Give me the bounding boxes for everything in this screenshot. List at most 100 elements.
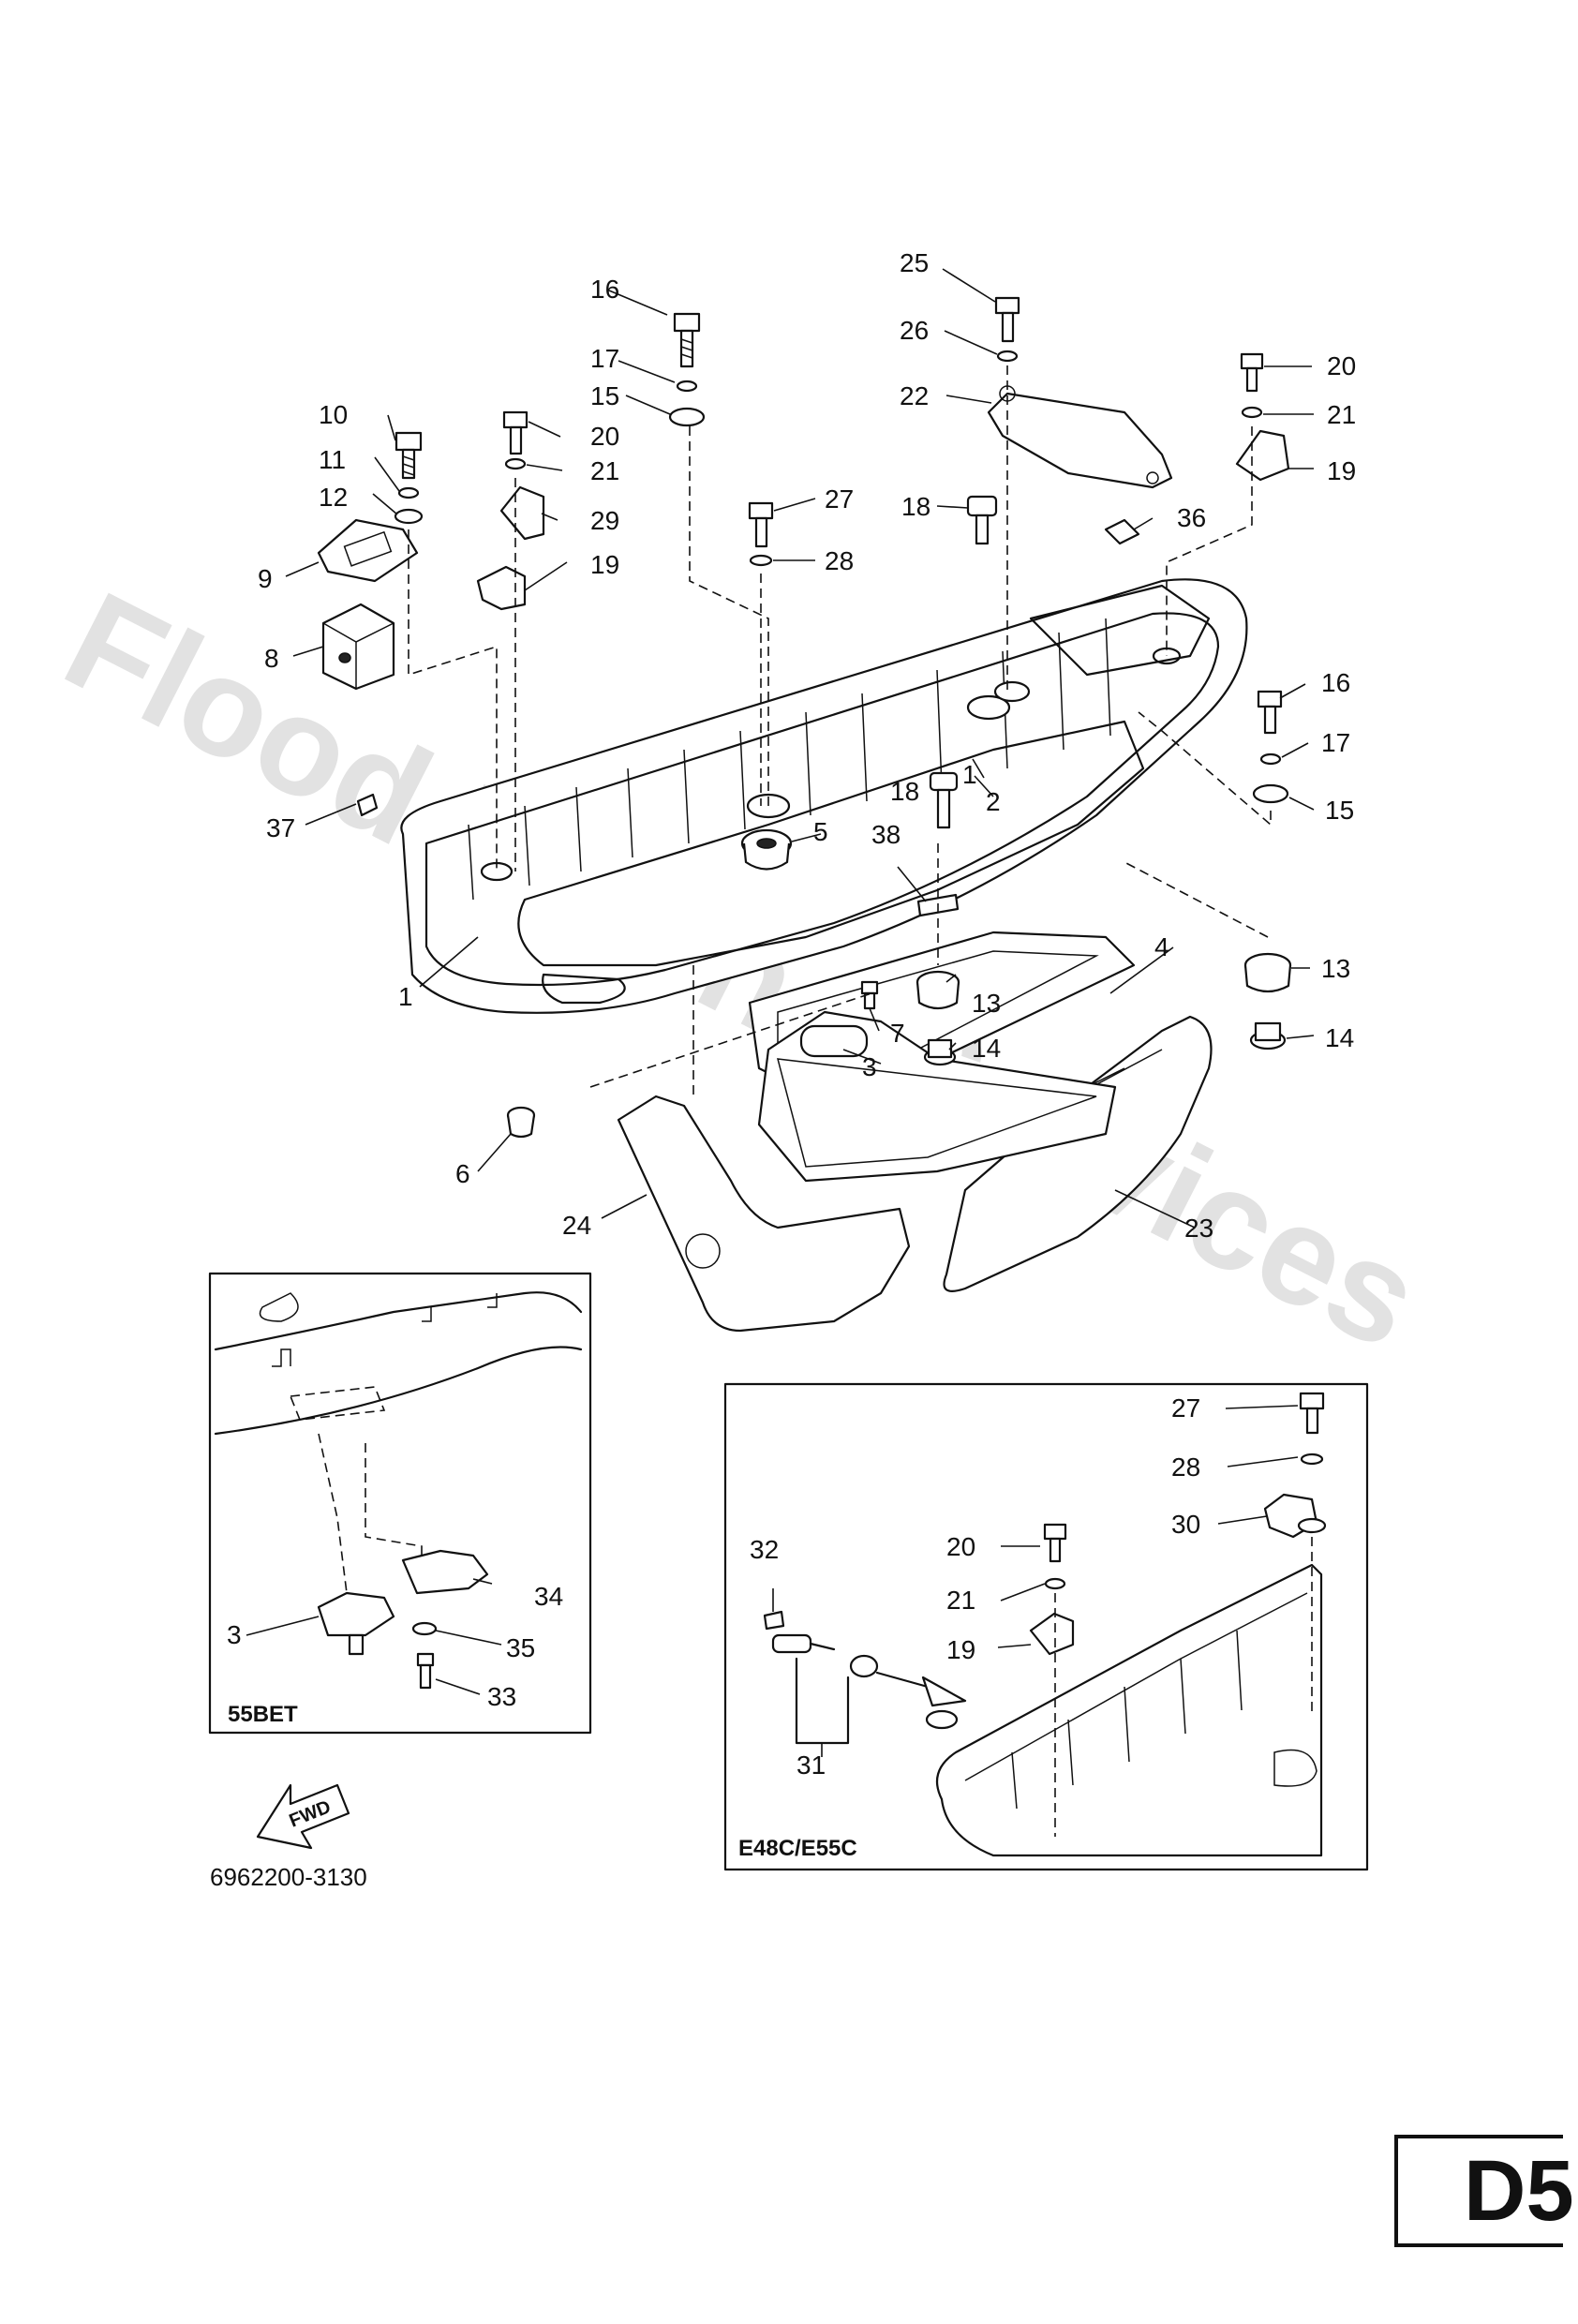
washer-28 bbox=[749, 554, 773, 567]
inset-callout-31: 31 bbox=[796, 1750, 826, 1780]
inset-callout-35: 35 bbox=[506, 1633, 535, 1662]
clip-19-right bbox=[1235, 429, 1290, 482]
washer-26 bbox=[996, 350, 1019, 363]
callout-18-center: 18 bbox=[890, 777, 919, 806]
leader-lines bbox=[285, 268, 1315, 1229]
clip-29 bbox=[499, 485, 545, 541]
callout-36: 36 bbox=[1177, 503, 1206, 532]
callout-26: 26 bbox=[900, 316, 929, 345]
callout-13-right: 13 bbox=[1321, 954, 1350, 983]
callout-5: 5 bbox=[813, 817, 828, 846]
bolt-18-center bbox=[929, 771, 959, 829]
callout-4: 4 bbox=[1154, 932, 1169, 961]
label-36 bbox=[1104, 518, 1140, 545]
inset-callout-21: 21 bbox=[946, 1586, 975, 1615]
block-8 bbox=[321, 603, 395, 691]
callout-14-right: 14 bbox=[1325, 1023, 1354, 1052]
inset-callout-3: 3 bbox=[227, 1620, 242, 1649]
washer-21-right bbox=[1241, 406, 1263, 419]
label-37 bbox=[356, 793, 379, 817]
bolt-16-right bbox=[1257, 690, 1283, 735]
washer-17-top bbox=[676, 380, 698, 393]
bolt-18-top bbox=[966, 495, 998, 545]
bolt-25 bbox=[994, 296, 1020, 343]
bottom-cowling bbox=[400, 578, 1248, 1014]
inset-title-e48c: E48C/E55C bbox=[738, 1836, 857, 1861]
callout-1: 1 bbox=[398, 982, 413, 1011]
collar-14-center bbox=[923, 1038, 957, 1066]
bolt-27 bbox=[748, 501, 774, 548]
bolt-20-right bbox=[1240, 352, 1264, 393]
callout-25: 25 bbox=[900, 248, 929, 277]
inset-callout-33: 33 bbox=[487, 1682, 516, 1711]
callout-6: 6 bbox=[455, 1159, 470, 1188]
grommet-13-right bbox=[1243, 952, 1292, 993]
callout-23: 23 bbox=[1184, 1214, 1213, 1243]
washer-12 bbox=[394, 508, 424, 525]
callout-37: 37 bbox=[266, 813, 295, 842]
collar-14-right bbox=[1249, 1021, 1287, 1050]
bolt-10 bbox=[394, 431, 423, 480]
callout-28: 28 bbox=[825, 546, 854, 575]
callout-22: 22 bbox=[900, 381, 929, 410]
inset-callout-32: 32 bbox=[750, 1535, 779, 1564]
callout-20-right: 20 bbox=[1327, 351, 1356, 380]
callout-29: 29 bbox=[590, 506, 619, 535]
callout-11: 11 bbox=[319, 445, 346, 474]
callout-19: 19 bbox=[590, 550, 619, 579]
callout-21-right: 21 bbox=[1327, 400, 1356, 429]
bolt-20-left bbox=[502, 410, 528, 455]
plate-22 bbox=[987, 392, 1173, 489]
callout-1-center: 1 bbox=[962, 760, 977, 789]
callout-17: 17 bbox=[590, 344, 619, 373]
inset-e48c-e55c: 27 28 30 20 21 19 32 31 E48C/E55C bbox=[723, 1382, 1369, 1871]
callout-2: 2 bbox=[986, 787, 1001, 816]
callout-7: 7 bbox=[890, 1019, 905, 1048]
grommet-13-center bbox=[916, 970, 960, 1010]
callout-19-right: 19 bbox=[1327, 456, 1356, 485]
seal-3 bbox=[757, 1010, 1117, 1183]
washer-21-left bbox=[504, 457, 527, 470]
inset-callout-28: 28 bbox=[1171, 1452, 1200, 1482]
washer-15-top bbox=[668, 407, 706, 427]
callout-14-center: 14 bbox=[972, 1034, 1001, 1063]
washer-11 bbox=[397, 486, 420, 499]
washer-17-right bbox=[1259, 752, 1282, 766]
callouts-main: 16 17 15 10 11 12 9 8 20 21 29 19 27 28 … bbox=[258, 248, 1356, 1243]
washer-15-right bbox=[1252, 783, 1289, 804]
inset-title-55bet: 55BET bbox=[228, 1702, 298, 1727]
inset-55bet: 3 34 35 33 55BET bbox=[208, 1272, 592, 1735]
callout-17-right: 17 bbox=[1321, 728, 1350, 757]
clip-19-left bbox=[476, 565, 527, 611]
callout-9: 9 bbox=[258, 564, 273, 593]
page-id: D5 bbox=[1394, 2135, 1574, 2247]
callout-24: 24 bbox=[562, 1211, 591, 1240]
callout-15-right: 15 bbox=[1325, 796, 1354, 825]
callout-18: 18 bbox=[901, 492, 930, 521]
apron-24 bbox=[617, 1095, 911, 1333]
inset-callout-30: 30 bbox=[1171, 1510, 1200, 1539]
callout-27: 27 bbox=[825, 484, 854, 514]
callout-12: 12 bbox=[319, 483, 348, 512]
callout-8: 8 bbox=[264, 644, 279, 673]
callout-20: 20 bbox=[590, 422, 619, 451]
inset-callout-27: 27 bbox=[1171, 1393, 1200, 1423]
fwd-arrow-icon: FWD bbox=[256, 1783, 350, 1850]
grommet-5 bbox=[740, 828, 793, 871]
callout-10: 10 bbox=[319, 400, 348, 429]
callout-21: 21 bbox=[590, 456, 619, 485]
callout-16-right: 16 bbox=[1321, 668, 1350, 697]
plug-6 bbox=[506, 1106, 536, 1139]
assembly-lines bbox=[408, 365, 1272, 1096]
bolt-16-top bbox=[673, 312, 701, 368]
inset-callout-20: 20 bbox=[946, 1532, 975, 1561]
callout-38: 38 bbox=[871, 820, 901, 849]
inset-callout-34: 34 bbox=[534, 1582, 563, 1611]
holder-9 bbox=[317, 518, 419, 583]
callout-15: 15 bbox=[590, 381, 619, 410]
diagram-part-number: 6962200-3130 bbox=[210, 1863, 367, 1891]
inset-callout-19: 19 bbox=[946, 1635, 975, 1664]
callout-13-center: 13 bbox=[972, 989, 1001, 1018]
callout-16: 16 bbox=[590, 275, 619, 304]
